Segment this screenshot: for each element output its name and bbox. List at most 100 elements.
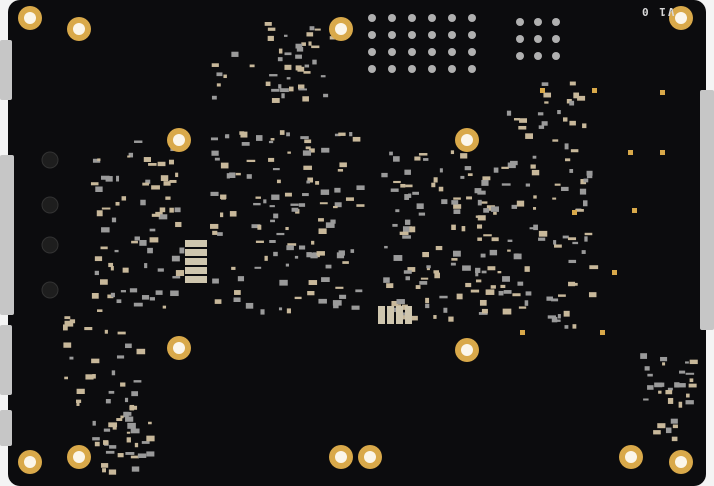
smd-component xyxy=(538,125,545,129)
smd-component xyxy=(414,156,421,161)
smd-component xyxy=(453,204,462,209)
smd-component xyxy=(115,201,120,206)
smd-component xyxy=(311,45,320,49)
smd-component xyxy=(403,270,412,274)
smd-component xyxy=(462,265,471,271)
smd-component xyxy=(111,217,117,223)
smd-component xyxy=(125,452,135,455)
smd-component xyxy=(116,418,123,422)
smd-component xyxy=(271,194,280,200)
smd-component xyxy=(318,218,324,222)
smd-component xyxy=(425,297,430,304)
smd-component xyxy=(538,237,546,241)
smd-component xyxy=(306,252,312,258)
smd-component xyxy=(552,139,559,142)
smd-component xyxy=(102,468,106,473)
smd-component xyxy=(342,261,349,264)
smd-component xyxy=(541,82,549,86)
smd-component xyxy=(117,331,126,335)
smd-component xyxy=(321,147,330,153)
smd-component xyxy=(92,437,100,441)
smd-component xyxy=(435,245,443,251)
smd-component xyxy=(493,211,497,215)
smd-component xyxy=(443,307,448,313)
smd-component xyxy=(552,197,557,200)
smd-component xyxy=(131,391,139,397)
bga-pad xyxy=(552,35,560,43)
smd-component xyxy=(159,207,166,213)
smd-component xyxy=(151,185,160,190)
smd-component xyxy=(101,227,110,233)
smd-component xyxy=(657,423,666,429)
smd-component xyxy=(487,266,496,271)
smd-component xyxy=(689,359,698,365)
mounting-hole-center xyxy=(73,451,85,463)
smd-component xyxy=(569,81,576,86)
smd-component xyxy=(671,436,678,442)
smd-component xyxy=(131,240,138,244)
smd-component xyxy=(662,362,666,366)
smd-component xyxy=(477,237,482,241)
smd-component xyxy=(384,245,388,249)
smd-component xyxy=(497,270,502,274)
smd-component xyxy=(399,231,409,235)
smd-component xyxy=(401,304,408,310)
smd-component xyxy=(151,213,161,217)
smd-component xyxy=(231,266,236,270)
smd-component xyxy=(212,278,219,284)
smd-component xyxy=(234,290,241,295)
smd-component xyxy=(483,234,492,237)
smd-component xyxy=(223,74,227,79)
smd-component xyxy=(356,185,365,191)
smd-component xyxy=(64,316,71,320)
smd-component xyxy=(210,223,219,229)
smd-component xyxy=(511,204,518,209)
capacitor xyxy=(387,306,394,324)
smd-component xyxy=(381,172,388,178)
smd-component xyxy=(91,358,100,364)
smd-component xyxy=(144,263,148,269)
smd-component xyxy=(524,266,530,272)
smd-component xyxy=(63,342,72,348)
bga-pad xyxy=(516,52,524,60)
smd-component xyxy=(224,135,229,138)
smd-component xyxy=(179,247,185,254)
smd-component xyxy=(302,96,309,102)
smd-component xyxy=(502,308,512,315)
smd-component xyxy=(237,276,245,282)
smd-component xyxy=(392,223,398,227)
smd-component xyxy=(92,374,96,379)
smd-component xyxy=(470,289,480,293)
smd-component xyxy=(169,179,177,183)
smd-component xyxy=(116,355,125,359)
smd-component xyxy=(481,308,488,314)
smd-component xyxy=(131,466,140,472)
smd-component xyxy=(128,152,134,158)
smd-component xyxy=(298,88,307,91)
smd-component xyxy=(516,200,525,207)
smd-component xyxy=(573,92,580,99)
smd-component xyxy=(264,255,268,261)
smd-component xyxy=(679,370,686,374)
smd-component xyxy=(264,21,272,26)
test-pad xyxy=(520,330,525,335)
smd-component xyxy=(284,34,288,37)
smd-component xyxy=(441,199,448,205)
smd-component xyxy=(389,151,393,156)
smd-component xyxy=(127,422,136,429)
smd-component xyxy=(269,240,276,243)
smd-component xyxy=(147,247,153,254)
smd-component xyxy=(160,175,169,182)
smd-component xyxy=(142,182,149,186)
smd-component xyxy=(493,167,499,173)
smd-component xyxy=(553,240,557,245)
smd-component xyxy=(451,224,456,230)
smd-component xyxy=(525,133,533,139)
connector xyxy=(0,40,12,100)
smd-component xyxy=(524,300,529,306)
smd-component xyxy=(284,52,292,56)
smd-component xyxy=(122,267,129,273)
smd-component xyxy=(541,121,548,126)
smd-component xyxy=(400,312,409,316)
smd-component xyxy=(672,424,678,429)
